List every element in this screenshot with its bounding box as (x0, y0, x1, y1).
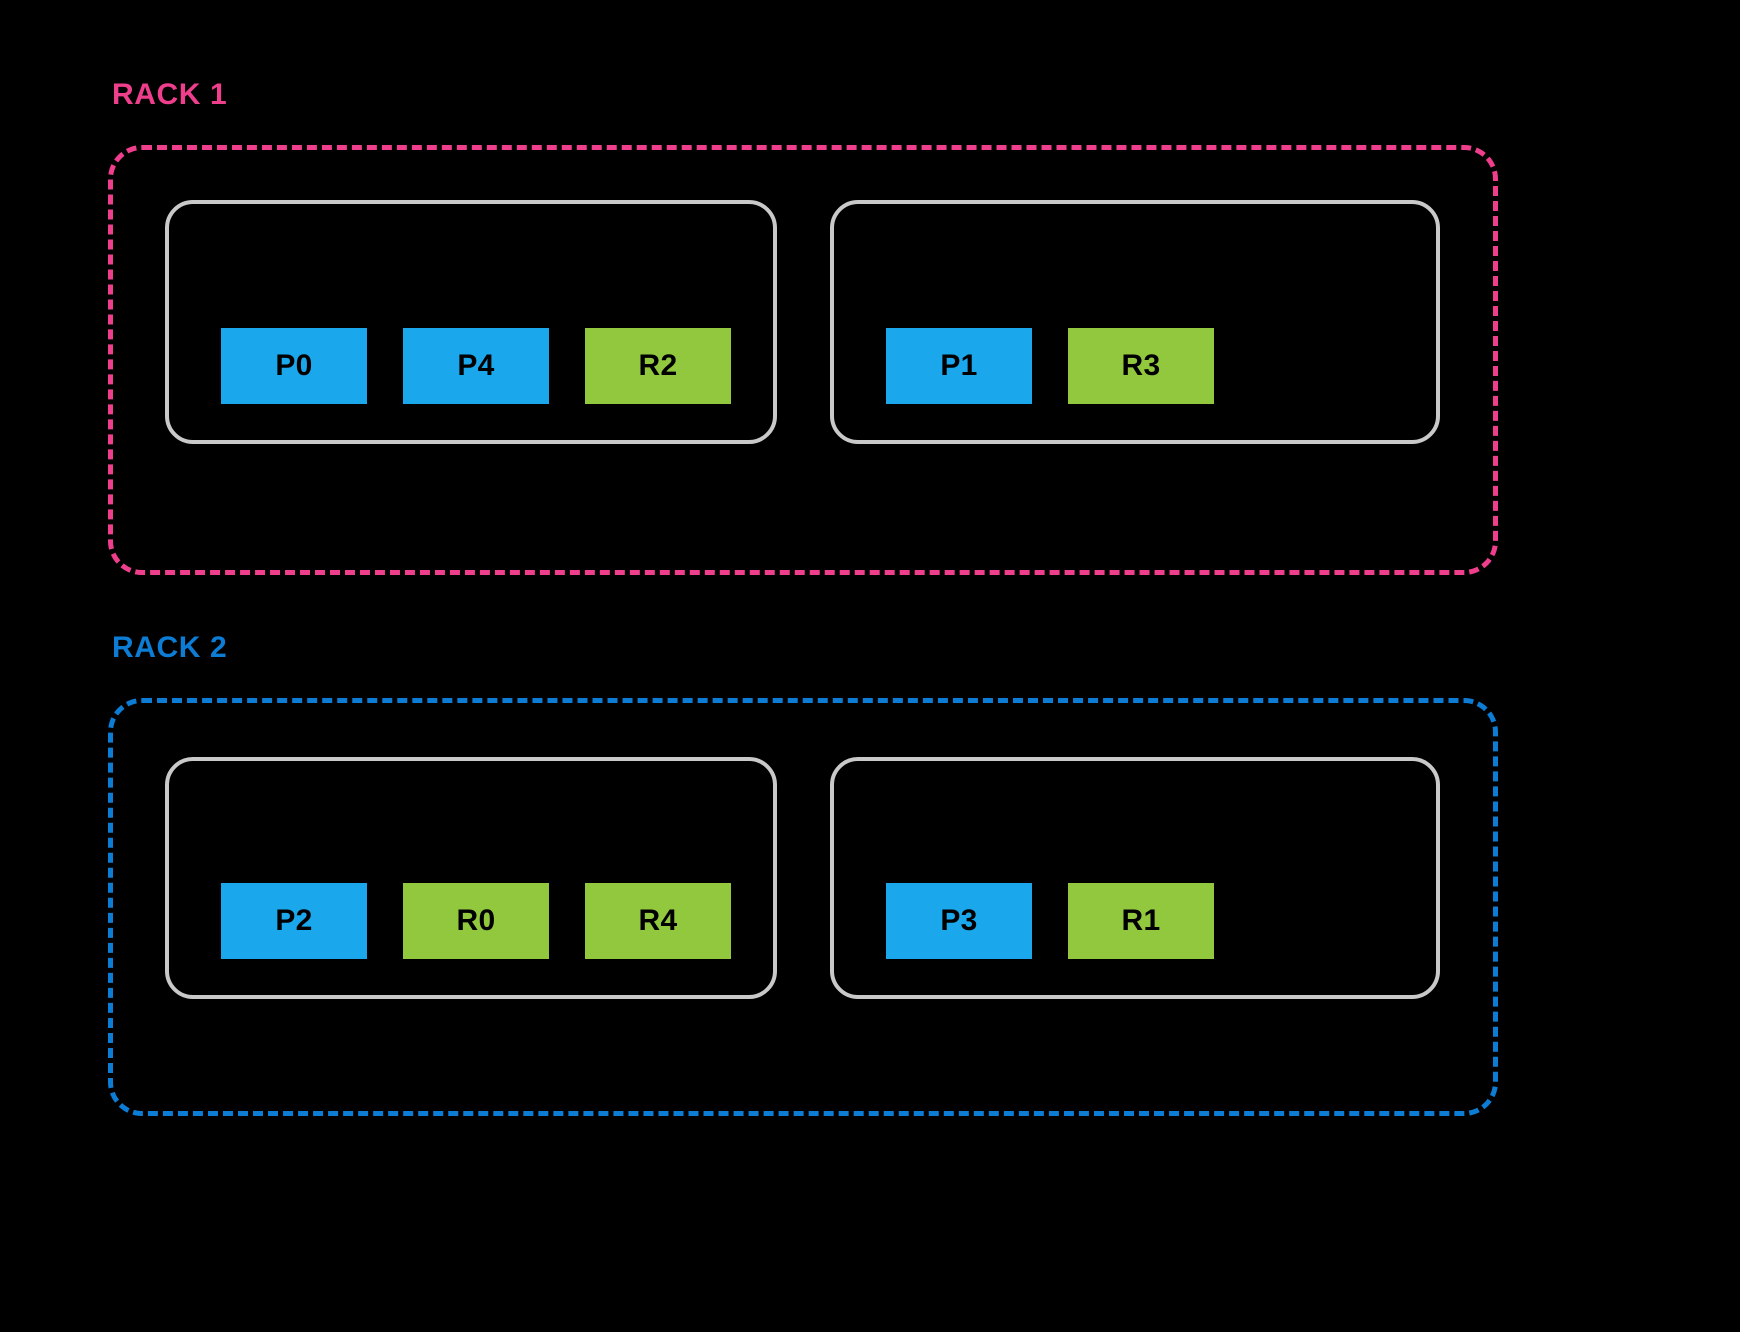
partition-chip-r0[interactable]: R0 (403, 883, 549, 959)
partition-chip-p2[interactable]: P2 (221, 883, 367, 959)
partition-chip-r1[interactable]: R1 (1068, 883, 1214, 959)
partition-chip-r3[interactable]: R3 (1068, 328, 1214, 404)
rack-2-node-1-partitions: P2 R0 R4 (221, 883, 731, 959)
rack-2-node-2: P3 R1 (830, 757, 1440, 999)
rack-1-node-2-partitions: P1 R3 (886, 328, 1214, 404)
partition-chip-p4[interactable]: P4 (403, 328, 549, 404)
rack-1-boundary (108, 145, 1498, 575)
rack-2-node-1: P2 R0 R4 (165, 757, 777, 999)
partition-chip-p3[interactable]: P3 (886, 883, 1032, 959)
partition-chip-r4[interactable]: R4 (585, 883, 731, 959)
rack-1-label: RACK 1 (112, 78, 228, 111)
partition-chip-r2[interactable]: R2 (585, 328, 731, 404)
rack-1-node-2: P1 R3 (830, 200, 1440, 444)
rack-1-node-1-partitions: P0 P4 R2 (221, 328, 731, 404)
rack-2-node-2-partitions: P3 R1 (886, 883, 1214, 959)
rack-2-boundary (108, 698, 1498, 1116)
rack-1-node-1: P0 P4 R2 (165, 200, 777, 444)
rack-2-label: RACK 2 (112, 631, 228, 664)
partition-chip-p1[interactable]: P1 (886, 328, 1032, 404)
partition-chip-p0[interactable]: P0 (221, 328, 367, 404)
